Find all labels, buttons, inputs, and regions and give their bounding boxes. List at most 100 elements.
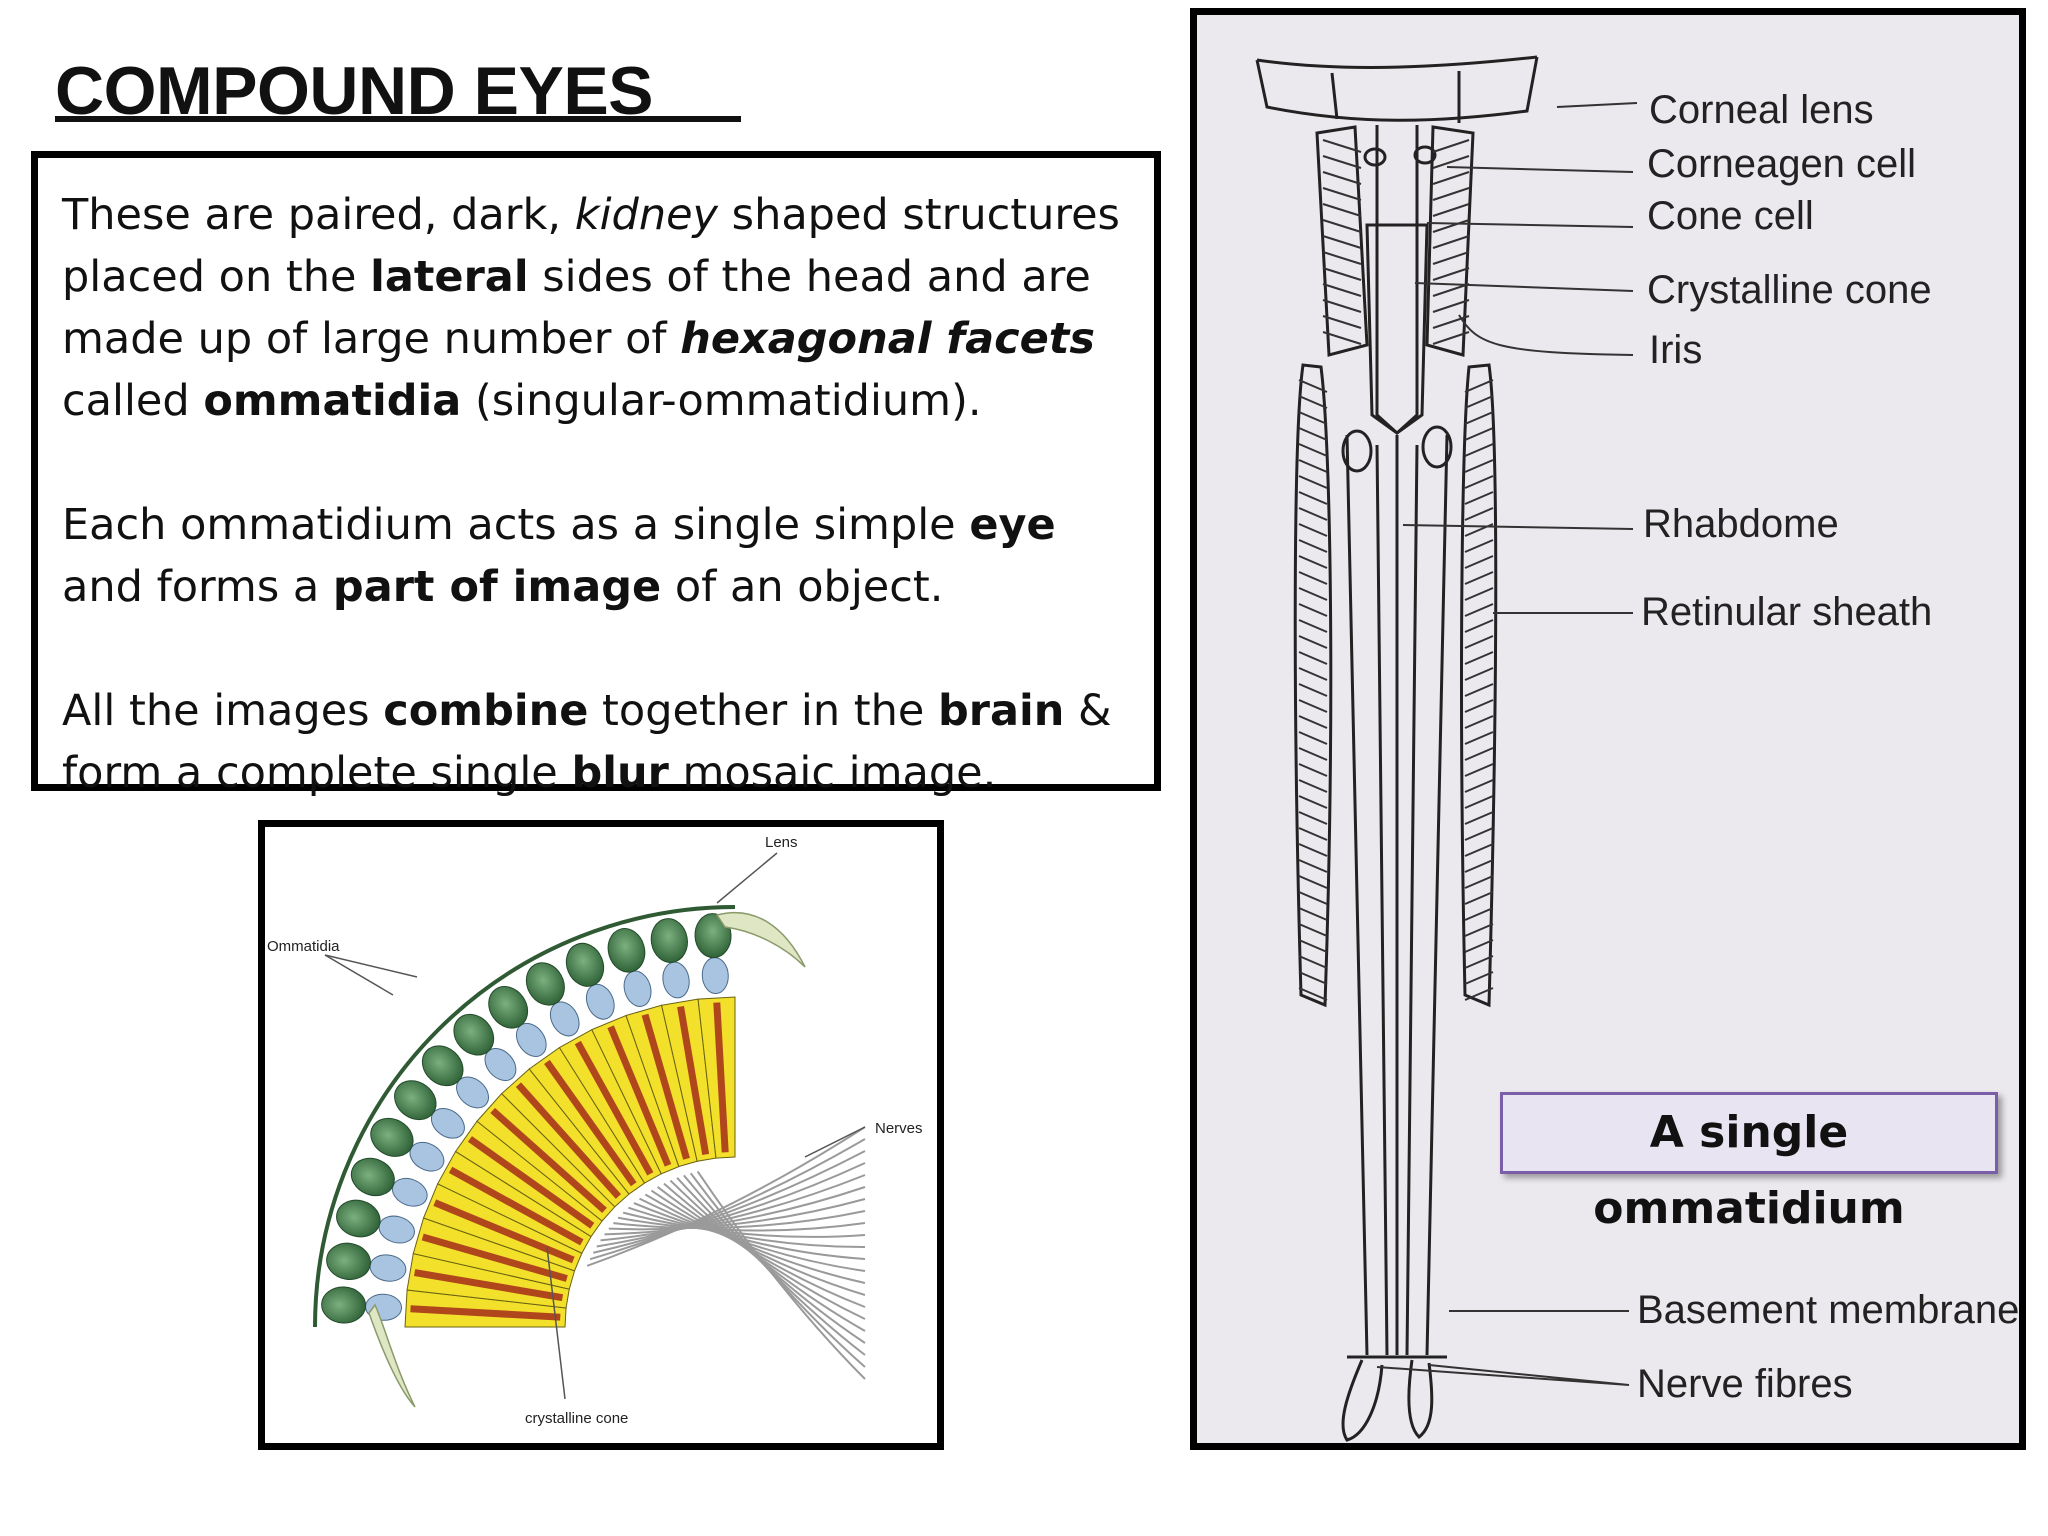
sheath-hatch xyxy=(1298,699,1328,713)
nerve-strand xyxy=(613,1210,866,1229)
iris-hatch xyxy=(1432,203,1470,217)
sheath-hatch xyxy=(1298,443,1328,457)
facet xyxy=(326,1242,371,1280)
sheath-hatch xyxy=(1298,795,1328,809)
facet xyxy=(394,1080,437,1121)
sheath-hatch xyxy=(1464,699,1494,713)
corneagen-nucleus-right xyxy=(1413,145,1437,165)
sheath-hatch xyxy=(1464,731,1494,745)
nerve-fibre-left xyxy=(1341,1359,1384,1442)
nerve-strand xyxy=(656,1186,866,1308)
sheath-hatch xyxy=(1464,859,1494,873)
crystalline-cone-inner xyxy=(1365,223,1429,435)
sheath-hatch xyxy=(1464,603,1494,617)
pigment-stripe xyxy=(544,1059,637,1187)
iris-hatch xyxy=(1432,331,1470,345)
iris-hatch xyxy=(1322,187,1362,201)
sheath-hatch xyxy=(1298,539,1328,553)
iris-hatch xyxy=(1322,299,1362,313)
nerve-strand xyxy=(593,1150,866,1254)
facet xyxy=(525,962,565,1006)
iris-right xyxy=(1425,125,1475,357)
facet xyxy=(694,913,732,959)
sheath-hatch xyxy=(1464,779,1494,793)
sheath-hatch xyxy=(1298,827,1328,841)
sheath-hatch xyxy=(1464,571,1494,585)
sheath-hatch xyxy=(1298,475,1328,489)
sheath-hatch xyxy=(1464,987,1494,1001)
sheath-hatch xyxy=(1464,763,1494,777)
iris-hatch xyxy=(1432,139,1470,153)
paragraph-1: These are paired, dark, kidney shaped st… xyxy=(62,184,1132,432)
iris-hatch xyxy=(1432,171,1470,185)
sheath-hatch xyxy=(1298,779,1328,793)
nerve-strand xyxy=(589,1138,866,1261)
sheath-hatch xyxy=(1298,395,1328,409)
sheath-hatch xyxy=(1298,907,1328,921)
iris-hatch xyxy=(1322,235,1362,249)
sheath-hatch xyxy=(1298,635,1328,649)
sheath-hatch xyxy=(1298,955,1328,969)
sheath-hatch xyxy=(1298,859,1328,873)
sheath-hatch xyxy=(1298,571,1328,585)
corneal-lens xyxy=(1255,55,1539,122)
title-underline xyxy=(55,116,741,122)
sheath-hatch xyxy=(1298,459,1328,473)
text-run: hexagonal facets xyxy=(680,314,1095,364)
sheath-hatch xyxy=(1464,507,1494,521)
label-retinular-sheath: Retinular sheath xyxy=(1641,590,1932,634)
sheath-hatch xyxy=(1298,811,1328,825)
retinula-nucleus-left xyxy=(1341,429,1373,473)
sheath-hatch xyxy=(1464,811,1494,825)
sheath-hatch xyxy=(1298,875,1328,889)
iris-hatch xyxy=(1322,171,1362,185)
pigment-stripe xyxy=(641,1013,690,1160)
cornea-arc xyxy=(313,905,736,1328)
sheath-hatch xyxy=(1298,491,1328,505)
crystalline-cone-cell xyxy=(369,1254,407,1282)
sheath-hatch xyxy=(1464,459,1494,473)
rhabdome xyxy=(1345,434,1449,1356)
label-basement-membrane: Basement membrane xyxy=(1637,1288,2019,1332)
iris-hatch xyxy=(1322,203,1362,217)
retinular-sheath-left xyxy=(1293,363,1333,1008)
sheath-hatch xyxy=(1298,731,1328,745)
ommatidium-diagram: Corneal lens Corneagen cell Cone cell Cr… xyxy=(1255,55,2019,1442)
sheath-hatch xyxy=(1298,651,1328,665)
nerve-strand xyxy=(628,1206,866,1249)
facet xyxy=(453,1013,495,1056)
iris-hatch xyxy=(1432,155,1470,169)
sheath-hatch xyxy=(1464,587,1494,601)
text-run: blur xyxy=(571,748,669,798)
text-run: lateral xyxy=(370,252,529,302)
sheath-hatch xyxy=(1464,923,1494,937)
nerve-strand xyxy=(676,1177,866,1344)
leader-rhabdome xyxy=(1402,524,1634,530)
label-cone-cell: Cone cell xyxy=(1647,194,1814,238)
corneagen-nucleus-left xyxy=(1363,147,1387,167)
text-run: kidney xyxy=(574,190,718,240)
leader-corneagen-cell xyxy=(1446,166,1634,173)
iris-hatch xyxy=(1322,315,1362,329)
sheath-hatch xyxy=(1464,635,1494,649)
text-run: and forms a xyxy=(62,562,333,612)
nerve-strand xyxy=(617,1216,866,1232)
leader-crystalline-cone xyxy=(1414,282,1634,292)
iris-hatch xyxy=(1322,267,1362,281)
iris-hatch xyxy=(1432,283,1470,297)
facet xyxy=(421,1045,464,1087)
nerve-strand xyxy=(604,1186,866,1236)
pigment-stripe xyxy=(421,1233,568,1282)
sheath-hatch xyxy=(1464,683,1494,697)
iris-hatch xyxy=(1432,299,1470,313)
iris-hatch xyxy=(1322,283,1362,297)
nerve-strand xyxy=(596,1162,866,1248)
label-nerves: Nerves xyxy=(875,1120,923,1137)
label-lens: Lens xyxy=(765,834,798,851)
sheath-hatch xyxy=(1464,427,1494,441)
sheath-hatch xyxy=(1464,651,1494,665)
leader-ommatidia-1 xyxy=(324,954,394,996)
sheath-hatch xyxy=(1464,939,1494,953)
text-run: eye xyxy=(969,500,1056,550)
pigment-stripe xyxy=(410,1305,561,1321)
